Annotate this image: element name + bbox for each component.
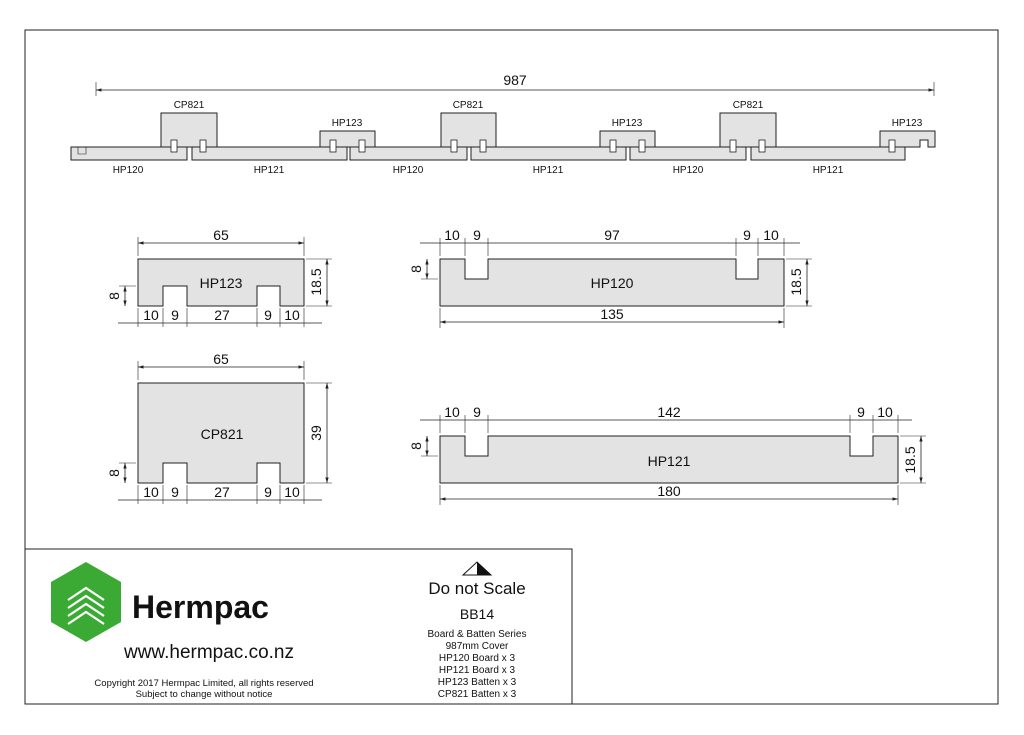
hp123-height-label: 18.5 <box>308 268 324 295</box>
hp120-seg4-label: 9 <box>743 227 751 243</box>
hp120-detail: HP120 10 9 97 9 10 18.5 8 135 <box>408 227 812 328</box>
cp821-seg4-label: 9 <box>264 484 272 500</box>
hp123-profile <box>137 258 305 307</box>
cp821-seg3-label: 27 <box>214 484 230 500</box>
overview-label-hp120: HP120 <box>113 165 144 176</box>
overview-label-hp123: HP123 <box>612 118 643 129</box>
hp120-seg2-label: 9 <box>473 227 481 243</box>
copyright-text: Copyright 2017 Hermpac Limited, all righ… <box>94 678 313 689</box>
description-line: HP121 Board x 3 <box>439 665 516 676</box>
hp123-notch-label: 8 <box>106 292 122 300</box>
overview-hp121-board <box>470 146 627 161</box>
hp121-seg1-label: 10 <box>444 404 460 420</box>
cp821-profile <box>137 382 305 484</box>
hp123-name: HP123 <box>200 275 243 291</box>
overview-label-hp120: HP120 <box>393 165 424 176</box>
overview-label-hp123: HP123 <box>332 118 363 129</box>
overview-label-hp123: HP123 <box>892 118 923 129</box>
description-line: 987mm Cover <box>446 641 509 652</box>
title-block-border <box>24 548 573 705</box>
description-line: HP120 Board x 3 <box>439 653 516 664</box>
hp121-seg3-label: 142 <box>657 404 681 420</box>
overview-hp120-board <box>70 146 188 161</box>
hp121-seg2-label: 9 <box>473 404 481 420</box>
cp821-detail: CP821 65 39 8 10 9 27 9 10 <box>106 351 332 504</box>
cp821-width-label: 65 <box>213 351 229 367</box>
drawing-description: Board & Batten Series 987mm Cover HP120 … <box>428 629 527 700</box>
overview-hp123-batten <box>879 130 936 148</box>
hp120-seg5-label: 10 <box>763 227 779 243</box>
scale-triangle-icon <box>461 561 493 576</box>
drawing-code: BB14 <box>460 606 494 622</box>
overview-hp123-batten <box>599 130 656 148</box>
overview-hp120-board <box>629 146 747 161</box>
overview-cp821-batten <box>440 112 497 148</box>
overview-label-hp121: HP121 <box>813 165 844 176</box>
overview-label-hp121: HP121 <box>533 165 564 176</box>
hp123-seg3-label: 27 <box>214 307 230 323</box>
hp120-seg3-label: 97 <box>604 227 620 243</box>
description-line: Board & Batten Series <box>428 629 527 640</box>
hp123-width-label: 65 <box>213 227 229 243</box>
hp121-name: HP121 <box>648 453 691 469</box>
overview-label-hp121: HP121 <box>254 165 285 176</box>
hp121-profile <box>439 435 899 484</box>
hermpac-logo <box>51 562 121 642</box>
hp121-seg5-label: 10 <box>877 404 893 420</box>
cp821-seg1-label: 10 <box>143 484 159 500</box>
title-block: Hermpac www.hermpac.co.nz Copyright 2017… <box>24 548 573 705</box>
overview-label-cp821: CP821 <box>733 100 764 111</box>
description-line: HP123 Batten x 3 <box>438 677 517 688</box>
brand-name: Hermpac <box>132 589 269 625</box>
description-line: CP821 Batten x 3 <box>438 689 517 700</box>
hp120-profile <box>439 258 785 307</box>
website-link[interactable]: www.hermpac.co.nz <box>123 642 294 663</box>
assembly-overview: 987 CP821 CP821 CP821 HP123 HP123 <box>70 72 936 176</box>
overview-label-cp821: CP821 <box>453 100 484 111</box>
hp123-seg1-label: 10 <box>143 307 159 323</box>
overview-cp821-batten <box>160 112 218 148</box>
hp120-name: HP120 <box>591 275 634 291</box>
overview-label-hp120: HP120 <box>673 165 704 176</box>
do-not-scale-label: Do not Scale <box>428 579 525 598</box>
hp120-width-label: 135 <box>600 306 624 322</box>
overview-hp123-batten <box>319 130 376 148</box>
cp821-height-label: 39 <box>308 425 324 441</box>
hp120-seg1-label: 10 <box>444 227 460 243</box>
hp123-seg4-label: 9 <box>264 307 272 323</box>
hp123-detail: HP123 65 18.5 8 10 9 27 9 10 <box>106 227 332 327</box>
notice-text: Subject to change without notice <box>136 689 273 700</box>
cp821-name: CP821 <box>201 426 244 442</box>
hp121-notch-label: 8 <box>408 442 424 450</box>
cp821-seg5-label: 10 <box>284 484 300 500</box>
hp123-seg2-label: 9 <box>171 307 179 323</box>
hp121-height-label: 18.5 <box>902 446 918 473</box>
overview-label-cp821: CP821 <box>174 100 205 111</box>
cp821-seg2-label: 9 <box>171 484 179 500</box>
overview-hp121-board <box>191 146 348 161</box>
hp123-seg5-label: 10 <box>284 307 300 323</box>
overview-hp120-board <box>349 146 468 161</box>
overall-width-label: 987 <box>503 72 527 88</box>
hp120-notch-label: 8 <box>408 265 424 273</box>
cp821-notch-label: 8 <box>106 469 122 477</box>
hp120-height-label: 18.5 <box>788 268 804 295</box>
overview-hp121-board <box>750 146 906 161</box>
hp121-detail: HP121 10 9 142 9 10 18.5 8 180 <box>408 404 926 505</box>
overview-cp821-batten <box>719 112 777 148</box>
hp121-width-label: 180 <box>657 483 681 499</box>
hp121-seg4-label: 9 <box>857 404 865 420</box>
